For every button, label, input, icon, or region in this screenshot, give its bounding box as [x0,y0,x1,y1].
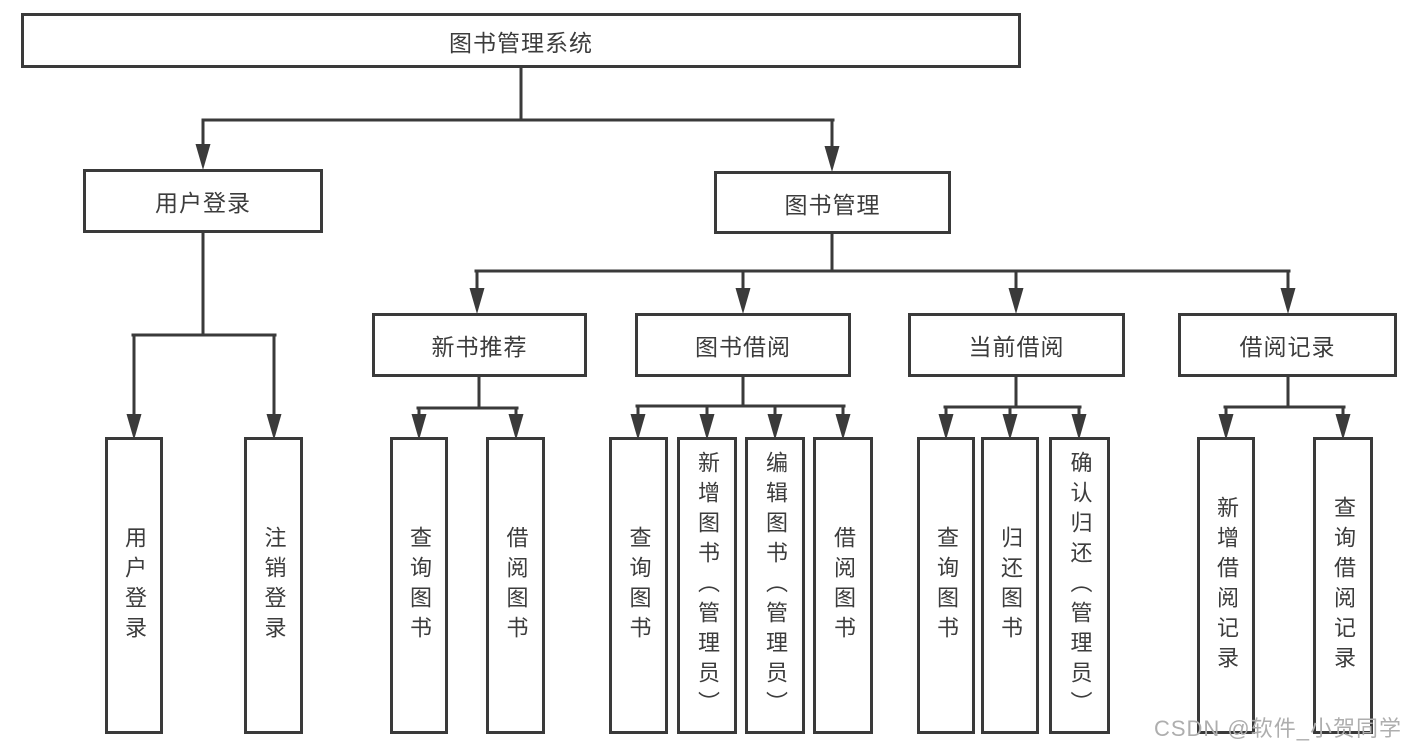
node-label: 图书管理 [784,191,881,218]
node-label: 用户登录 [155,190,251,216]
node-label: 新增图书（管理员） [695,450,720,721]
node-label: 注销登录 [261,525,287,646]
node-label: 确认归还（管理员） [1067,450,1093,721]
leaf-confirm-return-admin: 确认归还（管理员） [1049,437,1110,734]
leaf-query-books-3: 查询图书 [917,437,975,734]
node-label: 图书借阅 [695,334,791,360]
leaf-return-books: 归还图书 [981,437,1039,734]
node-label: 归还图书 [998,525,1023,646]
node-label: 借阅图书 [831,525,856,646]
node-label: 新增借阅记录 [1214,495,1239,676]
node-user-login: 用户登录 [83,169,323,233]
leaf-user-login: 用户登录 [105,437,163,734]
node-borrow-records: 借阅记录 [1178,313,1397,377]
node-label: 查询图书 [934,525,959,646]
node-current-borrowing: 当前借阅 [908,313,1125,377]
node-book-management: 图书管理 [714,171,951,234]
node-label: 新书推荐 [431,334,528,360]
leaf-logout: 注销登录 [244,437,303,734]
csdn-watermark: CSDN @软件_小贺同学 [1153,716,1402,741]
leaf-query-books-2: 查询图书 [609,437,668,734]
node-new-book-recommend: 新书推荐 [372,313,587,377]
leaf-add-borrow-record: 新增借阅记录 [1197,437,1255,734]
leaf-borrow-books-2: 借阅图书 [813,437,873,734]
leaf-edit-book-admin: 编辑图书（管理员） [745,437,805,734]
node-label: 查询借阅记录 [1331,495,1356,676]
leaf-query-borrow-record: 查询借阅记录 [1313,437,1373,734]
node-label: 借阅图书 [503,525,529,646]
node-label: 编辑图书（管理员） [763,450,788,721]
leaf-add-book-admin: 新增图书（管理员） [677,437,737,734]
node-label: 借阅记录 [1239,334,1336,360]
node-root-system: 图书管理系统 [21,13,1021,68]
node-label: 查询图书 [626,525,652,646]
leaf-borrow-books-1: 借阅图书 [486,437,545,734]
node-label: 查询图书 [407,525,432,646]
node-book-borrowing: 图书借阅 [635,313,851,377]
node-label: 用户登录 [122,525,147,646]
leaf-query-books-1: 查询图书 [390,437,448,734]
node-label: 图书管理系统 [449,29,593,56]
node-label: 当前借阅 [968,334,1065,360]
